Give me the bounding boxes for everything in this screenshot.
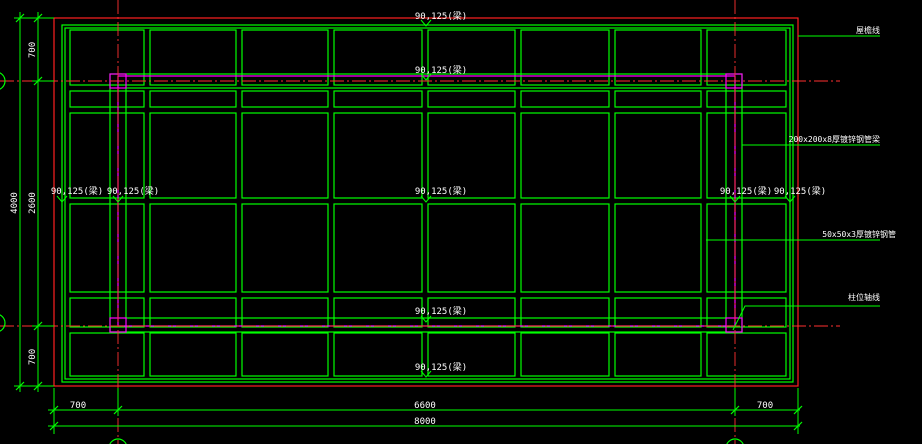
dim-middle: 6600 — [414, 401, 436, 411]
grid-panel — [241, 203, 329, 293]
grid-panel — [333, 112, 423, 199]
annotation-roof-line: 屋檐线 — [856, 25, 880, 35]
grid-panel — [614, 112, 702, 199]
grid-panel — [614, 203, 702, 293]
beam-label-bottom-inner: 90,125(梁) — [415, 305, 467, 317]
grid-panel — [149, 90, 237, 108]
dim-overall: 8000 — [414, 417, 436, 427]
grid-panel — [69, 29, 145, 86]
beam-markers — [56, 19, 796, 378]
dimension-lines — [14, 12, 800, 434]
grid-panel — [69, 203, 145, 293]
outer-green-frame — [61, 24, 794, 383]
grid-panel — [149, 332, 237, 377]
beam-label-right-inner: 90,125(梁) — [720, 185, 772, 197]
grid-panel — [614, 332, 702, 377]
dimension-ticks — [15, 13, 803, 431]
grid-panel — [427, 90, 516, 108]
axis-lines — [0, 0, 840, 444]
grid-panel — [333, 203, 423, 293]
beam-frame-band-bottom — [109, 317, 743, 333]
dim-left-overall: 4000 — [10, 192, 20, 214]
grid-panel — [241, 297, 329, 328]
axis-bubbles — [0, 72, 744, 444]
grid-panel — [149, 297, 237, 328]
dim-left-bottom: 700 — [28, 349, 38, 365]
leader-lines — [706, 35, 880, 331]
axis-bubble-left-top — [0, 72, 6, 90]
grid-panel — [241, 90, 329, 108]
grid-panel — [520, 90, 610, 108]
grid-panel — [614, 29, 702, 86]
outer-green-frame-inner — [64, 27, 791, 380]
beam-label-left-inner: 90,125(梁) — [107, 185, 159, 197]
grid-panel — [706, 203, 787, 293]
dim-top-left: 700 — [70, 401, 86, 411]
grid-panel — [520, 297, 610, 328]
grid-panel — [427, 29, 516, 86]
grid-panel — [69, 297, 145, 328]
beam-label-top-outer: 90,125(梁) — [415, 10, 467, 22]
beam-label-left-outer: 90,125(梁) — [51, 185, 103, 197]
grid-panel — [614, 90, 702, 108]
grid-panel — [241, 29, 329, 86]
grid-panel — [149, 29, 237, 86]
grid-panel — [69, 90, 145, 108]
annotation-main-tube: 200x200x8厚镀锌钢管梁 — [789, 134, 880, 144]
grid-panel — [241, 332, 329, 377]
beam-label-center: 90,125(梁) — [415, 185, 467, 197]
grid-panel — [520, 203, 610, 293]
beam-label-right-outer: 90,125(梁) — [774, 185, 826, 197]
grid-panel — [149, 203, 237, 293]
axis-bubble-left-bottom — [0, 314, 6, 332]
grid-panel — [333, 297, 423, 328]
grid-panel — [520, 112, 610, 199]
grid-panel — [520, 332, 610, 377]
beam-frame-inner — [125, 87, 727, 319]
beam-label-top-inner: 90,125(梁) — [415, 64, 467, 76]
axis-bubble-bottom-right — [726, 438, 744, 444]
grid-panel — [427, 297, 516, 328]
grid-panel — [520, 29, 610, 86]
axis-bubble-bottom-left — [109, 438, 127, 444]
grid-panel — [149, 112, 237, 199]
grid-panel — [706, 297, 787, 328]
outer-red-boundary — [53, 17, 799, 387]
annotation-secondary-tube: 50x50x3厚镀锌钢管 — [822, 229, 896, 239]
grid-panel — [69, 332, 145, 377]
grid-panel — [706, 112, 787, 199]
grid-panel — [427, 332, 516, 377]
grid-panel — [614, 297, 702, 328]
dim-left-top: 700 — [28, 42, 38, 58]
grid-panel — [333, 90, 423, 108]
grid-panel — [241, 112, 329, 199]
beam-label-bottom-outer: 90,125(梁) — [415, 361, 467, 373]
grid-panel — [333, 29, 423, 86]
dim-top-right: 700 — [757, 401, 773, 411]
grid-panel — [706, 90, 787, 108]
annotation-column-line: 柱位轴线 — [848, 292, 880, 302]
grid-panel — [427, 112, 516, 199]
dim-left-middle: 2600 — [28, 192, 38, 214]
grid-panel — [427, 203, 516, 293]
grid-panels — [69, 29, 787, 377]
grid-panel — [706, 29, 787, 86]
grid-panel — [69, 112, 145, 199]
grid-panel — [706, 332, 787, 377]
grid-panel — [333, 332, 423, 377]
